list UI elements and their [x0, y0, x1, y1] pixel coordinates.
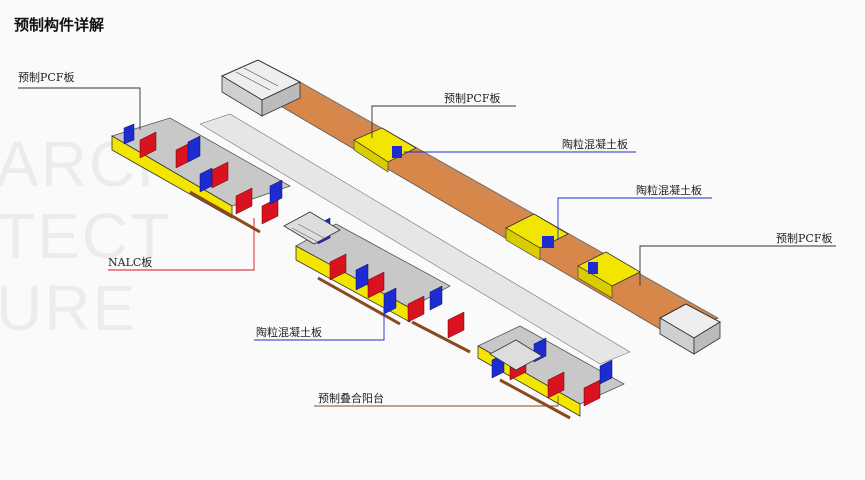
label-ceramsite-top: 陶粒混凝土板 — [562, 138, 628, 151]
upper-corridor-floor — [248, 81, 719, 337]
leader-nalc — [108, 218, 255, 271]
label-pcf-top: 预制PCF板 — [444, 92, 501, 105]
leader-balcony — [314, 396, 559, 407]
label-pcf-right: 预制PCF板 — [776, 232, 833, 245]
lower-stair-core-right — [489, 339, 543, 371]
background-watermark: ARCH TECT URE — [0, 128, 185, 344]
upper-building — [220, 59, 722, 355]
lower-building — [111, 113, 631, 420]
leader-pcf-top — [371, 105, 516, 138]
leader-ceramsite-mid — [557, 197, 712, 240]
label-nalc: NALC板 — [108, 256, 153, 269]
leader-pcf-left — [18, 87, 141, 130]
label-balcony: 预制叠合阳台 — [318, 392, 384, 405]
watermark-line: TECT — [0, 200, 172, 272]
leader-ceramsite-bottom — [254, 306, 385, 341]
balcony-slabs — [189, 190, 571, 420]
page-title: 预制构件详解 — [14, 16, 105, 34]
watermark-line: URE — [0, 272, 138, 344]
lower-stair-core — [283, 211, 341, 245]
label-ceramsite-bottom: 陶粒混凝土板 — [256, 326, 322, 339]
leader-pcf-right — [639, 245, 836, 286]
label-pcf-left: 预制PCF板 — [18, 71, 75, 84]
leader-lines — [18, 87, 836, 407]
nalc-panels — [139, 131, 601, 407]
label-ceramsite-mid: 陶粒混凝土板 — [636, 184, 702, 197]
